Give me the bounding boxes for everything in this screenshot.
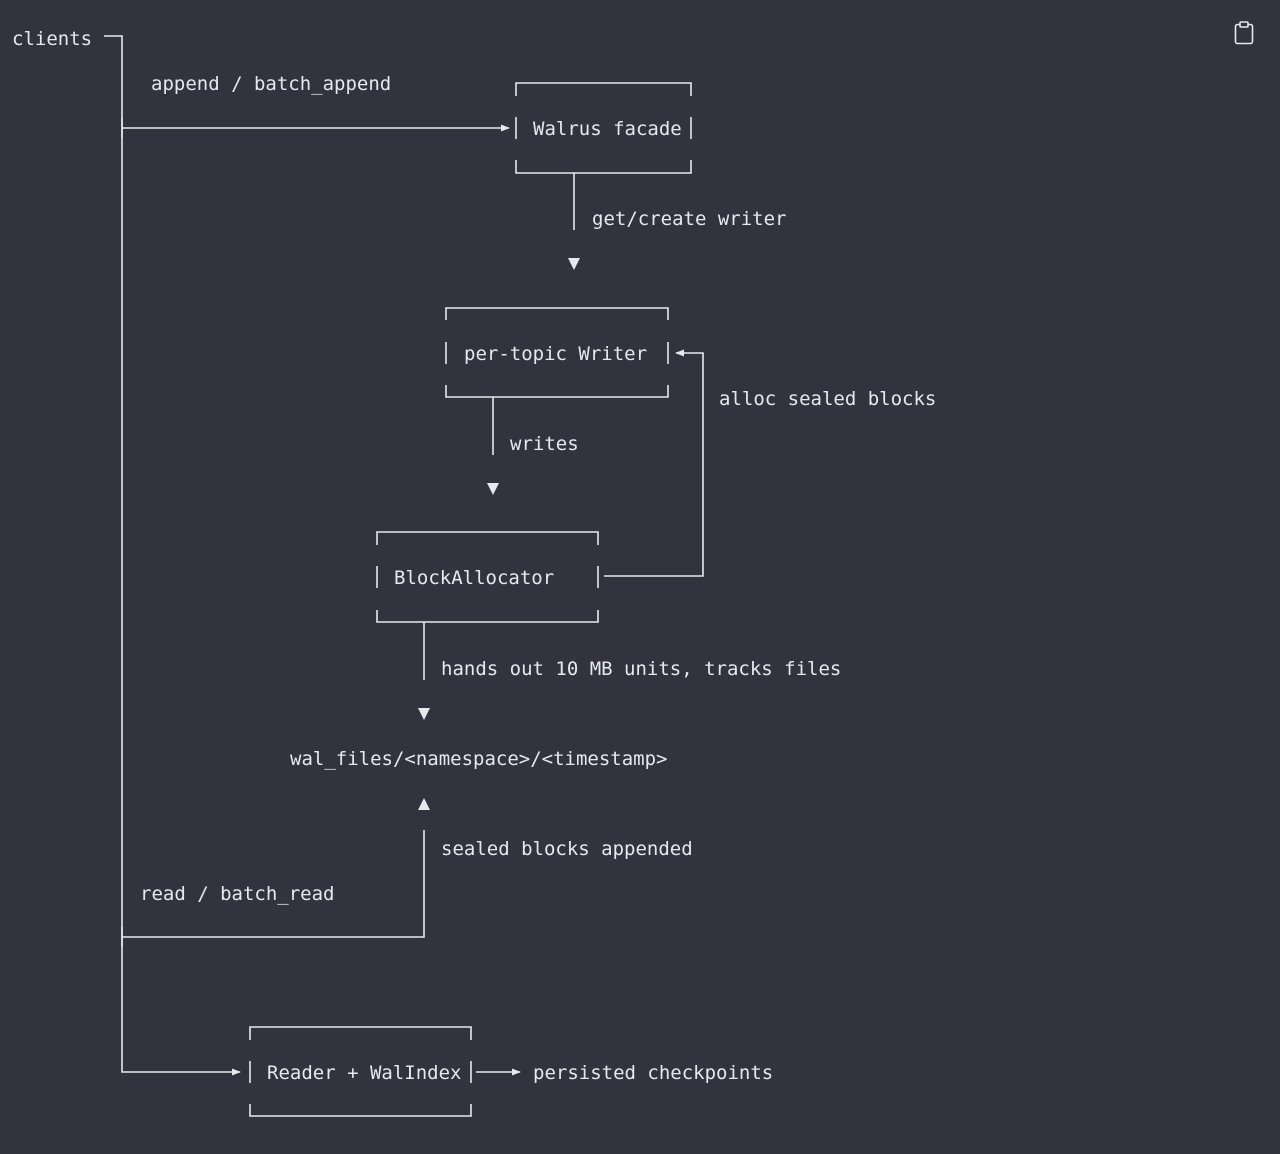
walrus-facade-label: Walrus facade	[533, 118, 682, 140]
writes-label: writes	[510, 433, 579, 455]
clients-label: clients	[12, 28, 93, 50]
reader-walindex-label: Reader + WalIndex	[267, 1062, 462, 1084]
persisted-checkpoints-label: persisted checkpoints	[533, 1062, 774, 1084]
allocator-box-top	[376, 531, 599, 545]
facade-to-writer-head	[568, 258, 580, 270]
get-create-writer-label: get/create writer	[592, 208, 787, 230]
writer-to-allocator-head	[487, 483, 499, 495]
read-path-line	[122, 830, 425, 938]
wal-files-label: wal_files/<namespace>/<timestamp>	[290, 748, 668, 770]
read-label: read / batch_read	[140, 883, 335, 905]
allocator-to-files-head	[418, 708, 430, 720]
walrus-facade-box-top	[515, 82, 692, 96]
sealed-blocks-appended-label: sealed blocks appended	[441, 838, 693, 860]
clients-trunk-line	[104, 35, 241, 1076]
read-path-head	[418, 798, 430, 810]
alloc-loop-line	[604, 349, 704, 577]
per-topic-writer-label: per-topic Writer	[464, 343, 648, 365]
writer-box-bottom	[445, 385, 669, 398]
clipboard-icon	[1234, 21, 1254, 45]
reader-box-bottom	[249, 1104, 472, 1117]
alloc-sealed-blocks-label: alloc sealed blocks	[719, 388, 937, 410]
copy-button[interactable]	[1232, 20, 1256, 46]
walrus-facade-box-bottom	[515, 160, 692, 174]
reader-box-top	[249, 1026, 472, 1040]
hands-out-label: hands out 10 MB units, tracks files	[441, 658, 842, 680]
block-allocator-label: BlockAllocator	[394, 567, 555, 589]
append-label: append / batch_append	[151, 73, 392, 95]
allocator-box-bottom	[376, 610, 599, 623]
writer-box-top	[445, 307, 669, 320]
